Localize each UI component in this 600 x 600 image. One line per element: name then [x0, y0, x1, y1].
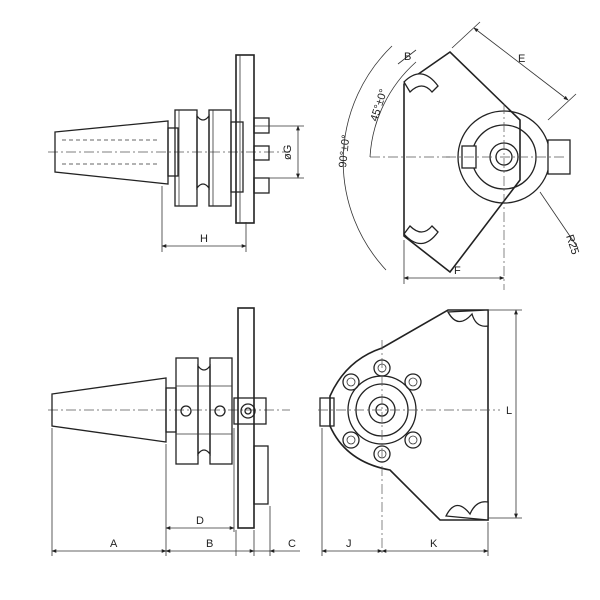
dim-label-b-top: B: [404, 51, 411, 63]
angle-label-45: 45°±0°: [368, 88, 390, 123]
dim-label-g: øG: [282, 145, 294, 160]
dim-label-l: L: [506, 405, 512, 417]
dim-label-k: K: [430, 538, 438, 550]
bottom-side-view: A B C D: [48, 307, 300, 556]
top-end-view: 45°±0° 90°±0° B E F R25: [337, 21, 581, 290]
dim-label-d: D: [196, 515, 204, 527]
radius-label-r25: R25: [563, 233, 581, 256]
dim-label-e: E: [518, 53, 525, 65]
top-side-view: øG H: [48, 54, 304, 252]
dim-label-f: F: [454, 265, 461, 277]
dim-label-c: C: [288, 538, 296, 550]
dim-label-b-bottom: B: [206, 538, 213, 550]
dim-label-h: H: [200, 233, 208, 245]
angle-label-90: 90°±0°: [337, 134, 352, 168]
dim-label-a: A: [110, 538, 118, 550]
bottom-front-view: J K L: [318, 309, 522, 556]
dim-label-j: J: [346, 538, 352, 550]
